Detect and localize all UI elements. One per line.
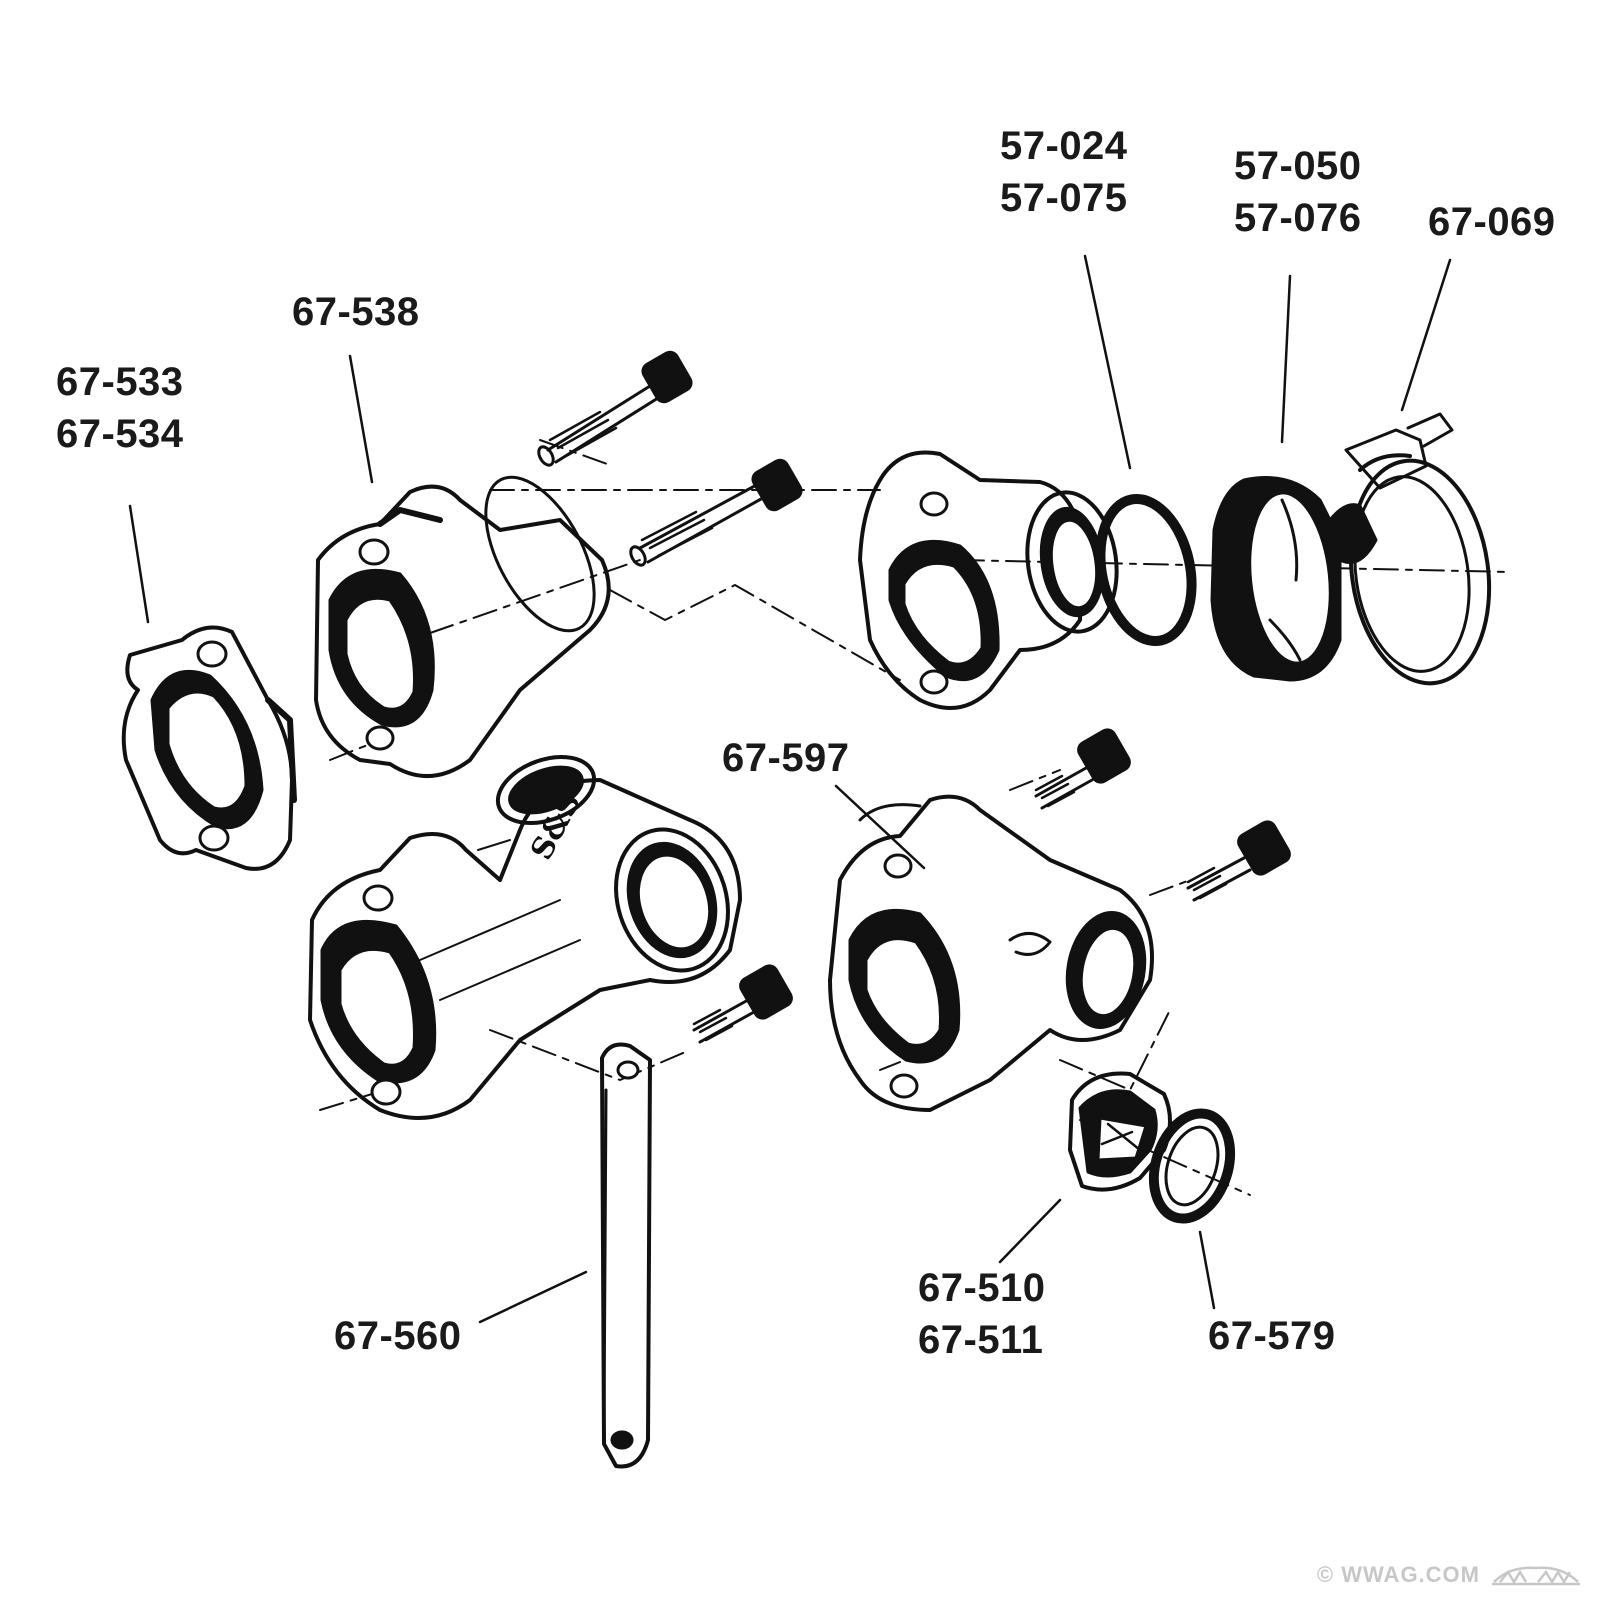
- part-number: 57-076: [1234, 196, 1362, 240]
- leader-67-510: [998, 1198, 1062, 1264]
- leader-67-533: [128, 504, 150, 624]
- leader-57-024: [1083, 254, 1132, 470]
- part-label-67-538: 67-538: [292, 286, 420, 338]
- part-label-67-069: 67-069: [1428, 196, 1556, 248]
- part-number: 67-534: [56, 412, 184, 456]
- manifold-elbow-lower: [828, 794, 1154, 1112]
- part-label-67-533: 67-533 67-534: [56, 356, 184, 460]
- spacer-67-538: [314, 475, 611, 778]
- part-number: 67-533: [56, 360, 184, 404]
- watermark-text: © WWAG.COM: [1316, 1562, 1480, 1587]
- part-number: 67-069: [1428, 200, 1556, 244]
- leader-57-050: [1280, 274, 1292, 444]
- part-label-67-579: 67-579: [1208, 1310, 1336, 1362]
- part-number: 57-075: [1000, 176, 1128, 220]
- bracket-67-560: [600, 1042, 652, 1469]
- part-number: 57-050: [1234, 144, 1362, 188]
- part-label-57-050: 57-050 57-076: [1234, 140, 1362, 244]
- part-label-67-560: 67-560: [334, 1310, 462, 1362]
- leader-67-069: [1400, 258, 1452, 412]
- part-label-67-597: 67-597: [722, 732, 850, 784]
- sleeve-57-050: [1210, 476, 1342, 682]
- part-number: 67-538: [292, 290, 420, 334]
- gasket-67-579: [1148, 1108, 1236, 1224]
- part-number: 57-024: [1000, 124, 1128, 168]
- bolt-lower-right-2: [1186, 820, 1291, 902]
- leader-lines: [128, 254, 1452, 1324]
- part-label-57-024: 57-024 57-075: [1000, 120, 1128, 224]
- flange-67-533: [121, 625, 297, 871]
- o-ring-57-024: [1095, 493, 1197, 647]
- part-number: 67-597: [722, 736, 850, 780]
- watermark: © WWAG.COM: [1317, 1562, 1582, 1588]
- part-number: 67-560: [334, 1314, 462, 1358]
- part-number: 67-510: [918, 1266, 1046, 1310]
- part-number: 67-579: [1208, 1314, 1336, 1358]
- bolt-lower-left: [692, 964, 793, 1044]
- manifold-elbow-upper: [858, 450, 1119, 710]
- clamp-67-069: [1328, 412, 1492, 686]
- part-number: 67-511: [918, 1318, 1044, 1362]
- manifold-tee: [308, 755, 742, 1120]
- part-label-67-510: 67-510 67-511: [918, 1262, 1046, 1366]
- bolt-upper-2: [629, 458, 803, 567]
- bolt-upper-1: [537, 350, 693, 467]
- cap-67-510: [1068, 1071, 1172, 1192]
- leader-67-597: [834, 784, 926, 870]
- bolt-lower-right-1: [1034, 728, 1131, 810]
- leader-67-560: [478, 1270, 588, 1324]
- leader-67-538: [348, 354, 374, 484]
- wwag-logo-icon: [1492, 1566, 1580, 1586]
- leader-67-579: [1198, 1230, 1216, 1310]
